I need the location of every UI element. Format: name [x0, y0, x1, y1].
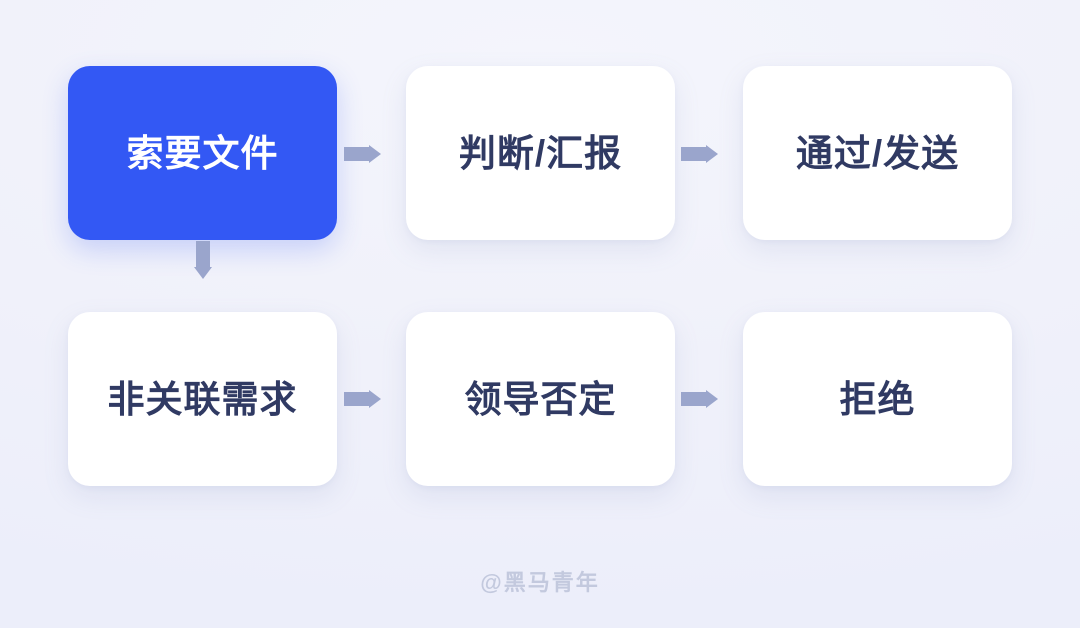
- flow-node-refuse[interactable]: 拒绝: [743, 312, 1012, 486]
- flow-node-judge-report[interactable]: 判断/汇报: [406, 66, 675, 240]
- arrow-right-icon-unrelated-to-leader: [344, 390, 381, 408]
- flow-node-leader-denies[interactable]: 领导否定: [406, 312, 675, 486]
- flow-node-request-files[interactable]: 索要文件: [68, 66, 337, 240]
- flow-node-label: 通过/发送: [795, 132, 960, 174]
- arrow-down-icon-request-to-unrelated: [194, 241, 212, 279]
- flow-node-label: 索要文件: [126, 132, 279, 174]
- flow-node-label: 非关联需求: [107, 378, 298, 420]
- watermark: @黑马青年: [480, 570, 600, 595]
- flow-node-label: 拒绝: [839, 378, 916, 420]
- arrow-right-icon-request-to-judge: [344, 145, 381, 163]
- arrow-right-icon-leader-to-refuse: [681, 390, 718, 408]
- flow-node-label: 判断/汇报: [458, 132, 623, 174]
- flow-node-unrelated-request[interactable]: 非关联需求: [68, 312, 337, 486]
- flow-node-label: 领导否定: [464, 378, 617, 420]
- flow-node-approve-send[interactable]: 通过/发送: [743, 66, 1012, 240]
- arrow-right-icon-judge-to-approve: [681, 145, 718, 163]
